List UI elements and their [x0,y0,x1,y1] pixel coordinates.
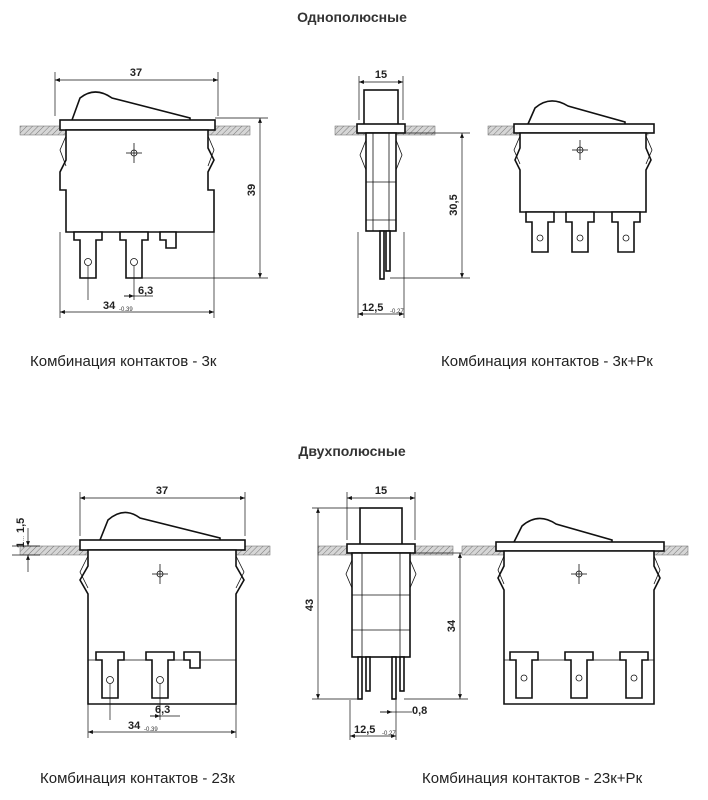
dim-height-39: 39 [246,184,258,196]
dim-side-15-b: 15 [375,485,387,497]
diagram-single-pole-3k-rk [487,100,655,253]
dim-side-15: 15 [375,69,387,81]
diagram-double-pole-front: 37 1 ... 1,5 6,3 34 -0.39 [12,485,271,738]
dim-panel-1-5: 1,5 [15,518,27,533]
dim-panel-1: 1 [15,542,27,548]
dim-width-37-b: 37 [156,485,168,497]
dim-panel-ellipsis: ... [20,536,26,541]
diagram-single-pole-front: 37 39 6,3 34 -0.39 [19,67,268,318]
caption-23k-rk: Комбинация контактов - 23к+Рк [422,770,643,787]
dim-side-34: 34 [446,619,458,632]
dim-pin-0-8: 0,8 [412,705,427,717]
diagram-single-pole-side: 15 30,5 12,5 -0.27 [334,69,470,318]
dim-pin-pitch: 6,3 [138,285,153,297]
dim-panel-thickness: 1 ... 1,5 [15,518,27,548]
center-mark-icon [152,564,168,584]
dim-pin-pitch-b: 6,3 [155,704,170,716]
caption-3k-rk: Комбинация контактов - 3к+Рк [441,353,653,370]
dim-side-30-5: 30,5 [448,194,460,215]
dim-width-37: 37 [130,67,142,79]
diagram-double-pole-23k-rk [461,517,689,705]
dim-side-12-5-tol: -0.27 [390,309,404,315]
dim-side-12-5-b: 12,5 [354,724,375,736]
dim-side-12-5: 12,5 [362,302,383,314]
single-pole-title: Однополюсные [297,9,407,25]
dim-base-34-b: 34 [128,720,141,732]
dim-base-34-tol: -0.39 [119,307,133,313]
terminals [73,231,177,279]
terminals [509,651,649,699]
diagram-double-pole-side: 15 43 34 0,8 12,5 -0.27 [304,485,468,740]
caption-23k: Комбинация контактов - 23к [40,770,235,787]
terminals [95,651,201,699]
center-mark-icon [126,143,142,163]
dim-side-43: 43 [304,599,316,611]
dim-base-34: 34 [103,300,116,312]
double-pole-title: Двухполюсные [298,443,405,459]
dim-side-12-5-tol-b: -0.27 [382,731,396,737]
dim-base-34-tol-b: -0.39 [144,727,158,733]
caption-3k: Комбинация контактов - 3к [30,353,217,370]
terminals [525,211,641,253]
center-mark-icon [571,564,587,584]
center-mark-icon [572,140,588,160]
